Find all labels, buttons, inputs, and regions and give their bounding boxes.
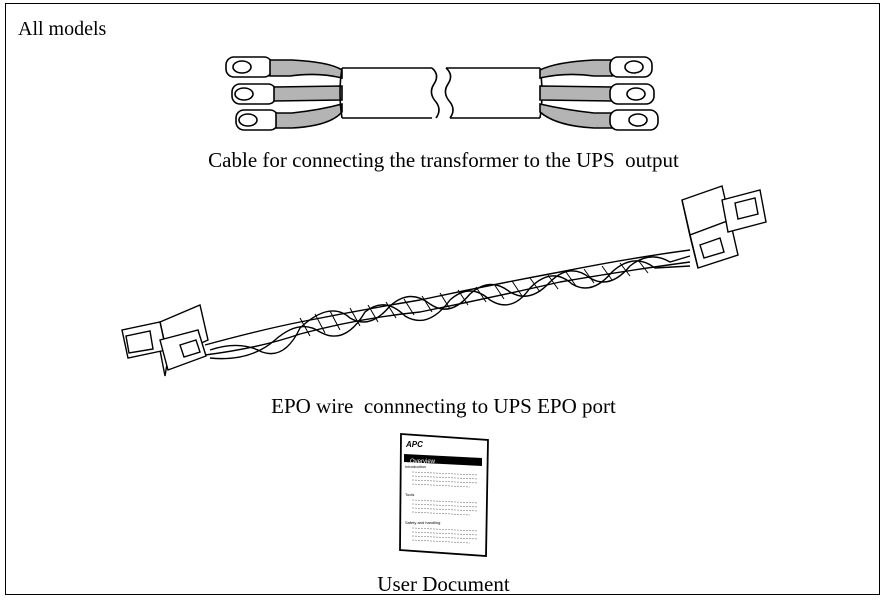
left-connector xyxy=(121,304,209,377)
doc-section-1: Introduction xyxy=(405,464,426,469)
doc-section-3: Safety and handling xyxy=(405,520,440,525)
power-cable-caption: Cable for connecting the transformer to … xyxy=(208,148,679,172)
doc-title: Overview xyxy=(410,459,436,465)
doc-brand: APC xyxy=(405,440,423,449)
twisted-wire-connector-icon xyxy=(121,185,767,377)
doc-section-2: Tools xyxy=(405,492,414,497)
right-connector xyxy=(681,185,767,269)
section-heading: All models xyxy=(18,18,107,40)
power-cable-icon xyxy=(225,56,659,131)
cable-right-lugs xyxy=(539,56,659,131)
epo-wire-caption: EPO wire connnecting to UPS EPO port xyxy=(271,394,616,418)
user-document-caption: User Document xyxy=(377,572,510,596)
user-document-icon: APC Overview Introduction Tools Safety a… xyxy=(399,433,489,557)
content-frame xyxy=(5,3,880,595)
cable-left-lugs xyxy=(225,56,343,131)
